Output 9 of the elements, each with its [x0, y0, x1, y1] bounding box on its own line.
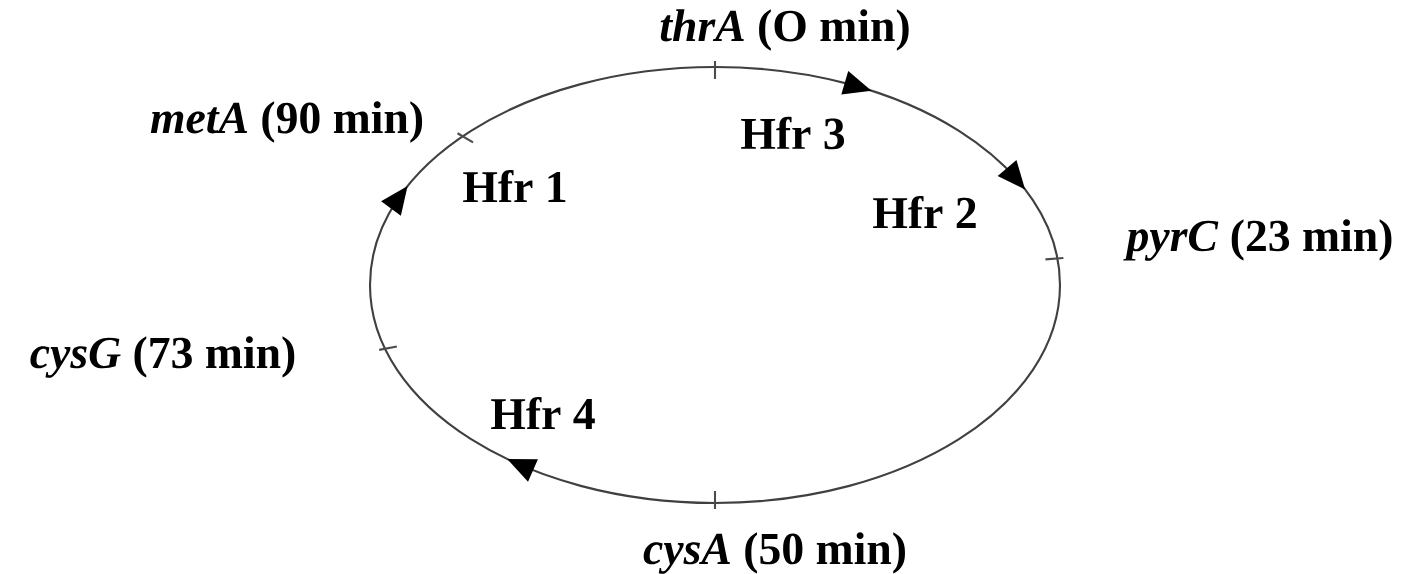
- gene-label: thrA (O min): [660, 9, 909, 51]
- gene-label: cysA (50 min): [643, 532, 905, 574]
- strain-label: Hfr 2: [873, 195, 976, 229]
- gene-label: pyrC (23 min): [1123, 219, 1392, 261]
- gene-label: metA (90 min): [150, 101, 423, 143]
- strain-label: Hfr 4: [491, 396, 595, 430]
- gene-label: cysG (73 min): [30, 336, 295, 378]
- strain-label: Hfr 1: [463, 169, 566, 203]
- strain-label: Hfr 3: [741, 116, 845, 150]
